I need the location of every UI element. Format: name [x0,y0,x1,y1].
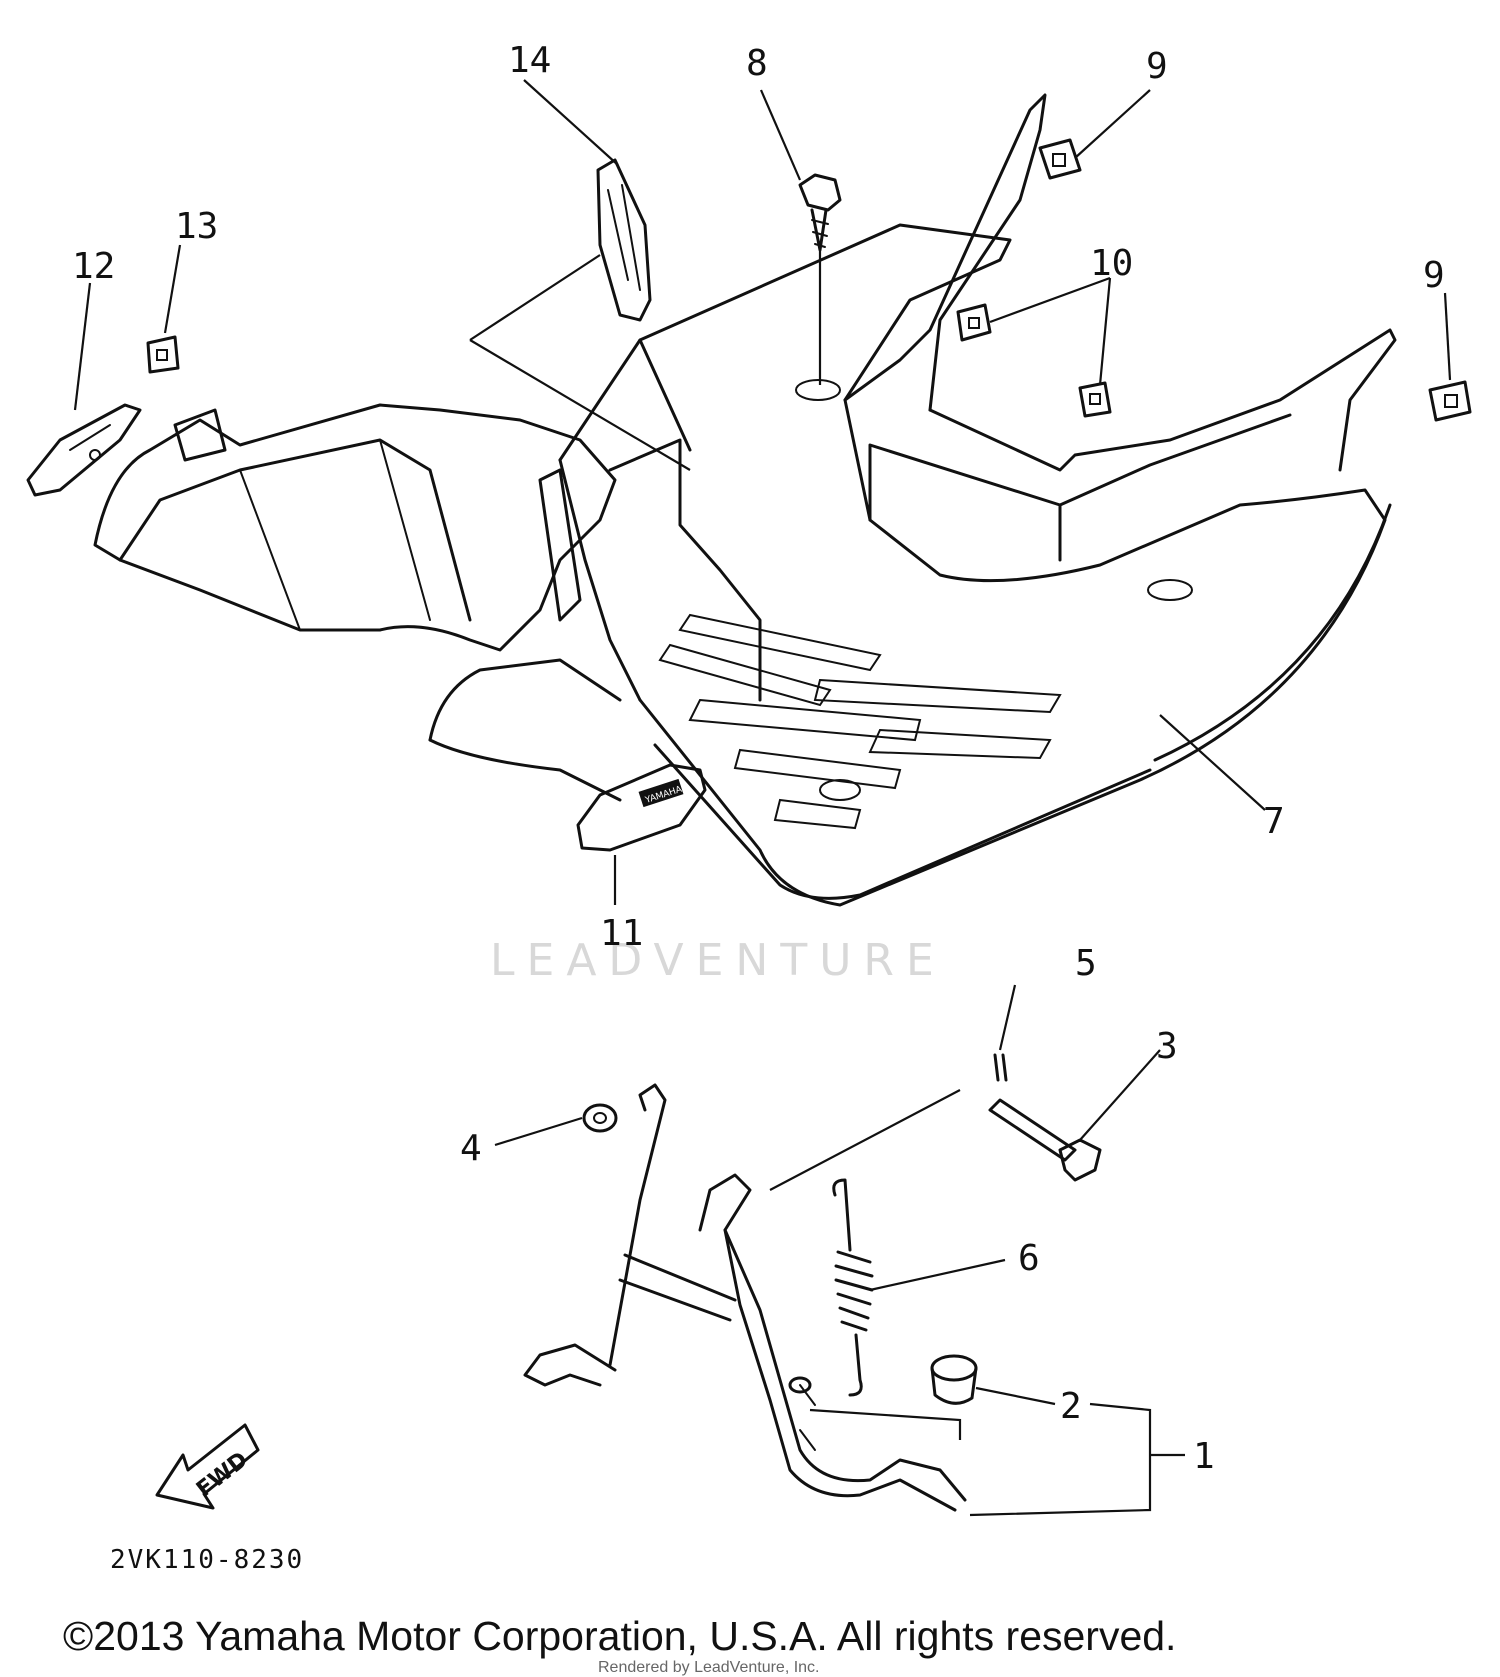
part-10-nut-b [1078,381,1112,418]
part-6-spring [832,1178,874,1397]
callout-12: 12 [72,246,115,287]
part-12-trim [26,403,142,497]
part-2-stopper [809,1354,978,1440]
callout-3: 3 [1156,1026,1178,1067]
watermark: LEADVENTURE [490,935,946,986]
callout-13: 13 [175,206,218,247]
part-3-pivot-bolt [769,1089,1102,1191]
callout-9-upper: 9 [1146,46,1168,87]
part-13-nut [146,335,180,374]
part-10-nut-a [956,303,992,342]
diagram-code: 2VK110-8230 [110,1545,304,1575]
callout-labels: 14 8 9 13 12 10 9 7 11 5 3 4 6 2 1 [72,40,1445,1477]
rendered-by-notice: Rendered by LeadVenture, Inc. [598,1659,820,1676]
callout-10: 10 [1090,243,1133,284]
part-9-nut-upper [1038,138,1082,180]
callout-5: 5 [1075,943,1097,984]
side-cover [93,403,617,652]
direction-label: FWD [192,1447,253,1502]
footboard-panel [428,93,1397,907]
callout-6: 6 [1018,1238,1040,1279]
part-14-cover [596,158,652,322]
fwd-arrow-icon: FWD [155,1423,260,1510]
leader-lines [73,79,1452,1517]
callout-4: 4 [460,1128,482,1169]
center-stand [523,1083,967,1512]
part-5-cotter-pin [993,1053,1008,1082]
callout-14: 14 [508,40,551,81]
part-9-nut-right [1428,380,1472,422]
callout-11: 11 [600,913,643,954]
part-4-washer [582,1103,618,1133]
callout-8: 8 [746,43,768,84]
part-8-bolt [795,173,842,401]
callout-7: 7 [1263,801,1285,842]
callout-1: 1 [1193,1436,1215,1477]
copyright-notice: ©2013 Yamaha Motor Corporation, U.S.A. A… [63,1613,1176,1659]
callout-9-right: 9 [1423,255,1445,296]
callout-2: 2 [1060,1386,1082,1427]
